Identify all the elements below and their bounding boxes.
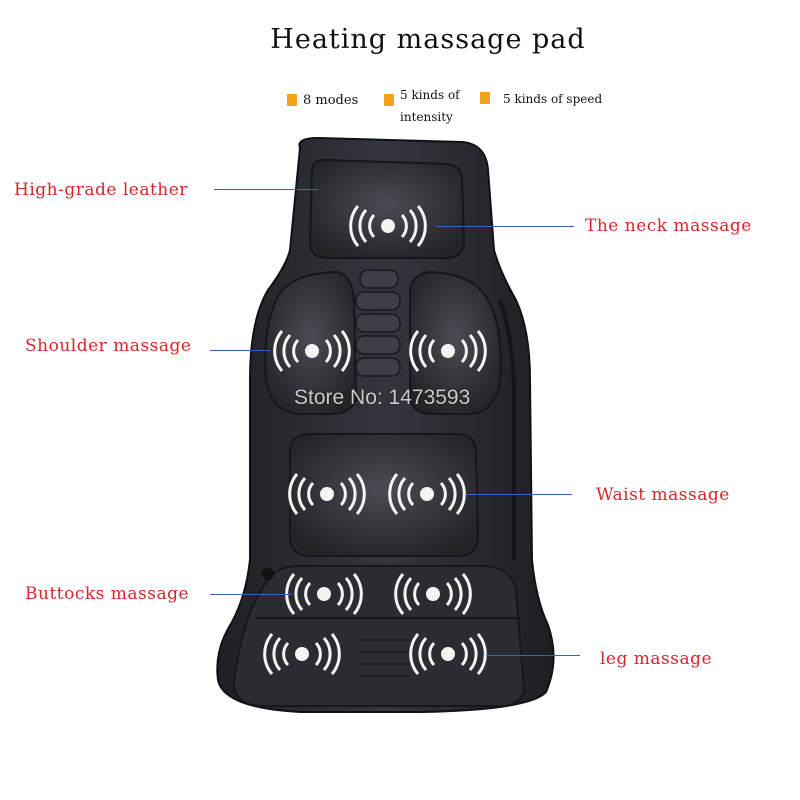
feature-text: 8 modes bbox=[303, 93, 359, 108]
store-watermark: Store No: 1473593 bbox=[294, 386, 471, 409]
label-buttocks-massage: Buttocks massage bbox=[25, 584, 190, 604]
label-high-grade-leather: High-grade leather bbox=[14, 180, 188, 200]
pointer-line bbox=[486, 655, 580, 656]
pointer-line bbox=[466, 494, 572, 495]
orange-square-icon bbox=[480, 92, 490, 104]
waist-cushion bbox=[289, 433, 480, 557]
pointer-line bbox=[214, 189, 318, 190]
seat-ribs bbox=[360, 639, 410, 677]
page-title: Heating massage pad bbox=[270, 24, 586, 55]
label-leg-massage: leg massage bbox=[600, 649, 713, 669]
orange-square-icon bbox=[384, 94, 394, 106]
right-shoulder-cushion bbox=[409, 270, 502, 415]
pointer-line bbox=[436, 226, 574, 227]
feature-text-line1: 5 kinds of bbox=[400, 88, 460, 102]
pointer-line bbox=[210, 350, 270, 351]
feature-text-line2: intensity bbox=[400, 110, 453, 124]
label-waist-massage: Waist massage bbox=[596, 485, 730, 505]
cord-plug bbox=[262, 568, 274, 580]
left-shoulder-cushion bbox=[264, 270, 358, 415]
orange-square-icon bbox=[287, 94, 297, 106]
spine-ribs bbox=[355, 269, 401, 377]
feature-text: 5 kinds of speed bbox=[503, 92, 603, 106]
pointer-line bbox=[210, 594, 292, 595]
headrest-cushion bbox=[308, 158, 466, 259]
label-shoulder-massage: Shoulder massage bbox=[25, 336, 192, 356]
label-neck-massage: The neck massage bbox=[585, 216, 752, 236]
